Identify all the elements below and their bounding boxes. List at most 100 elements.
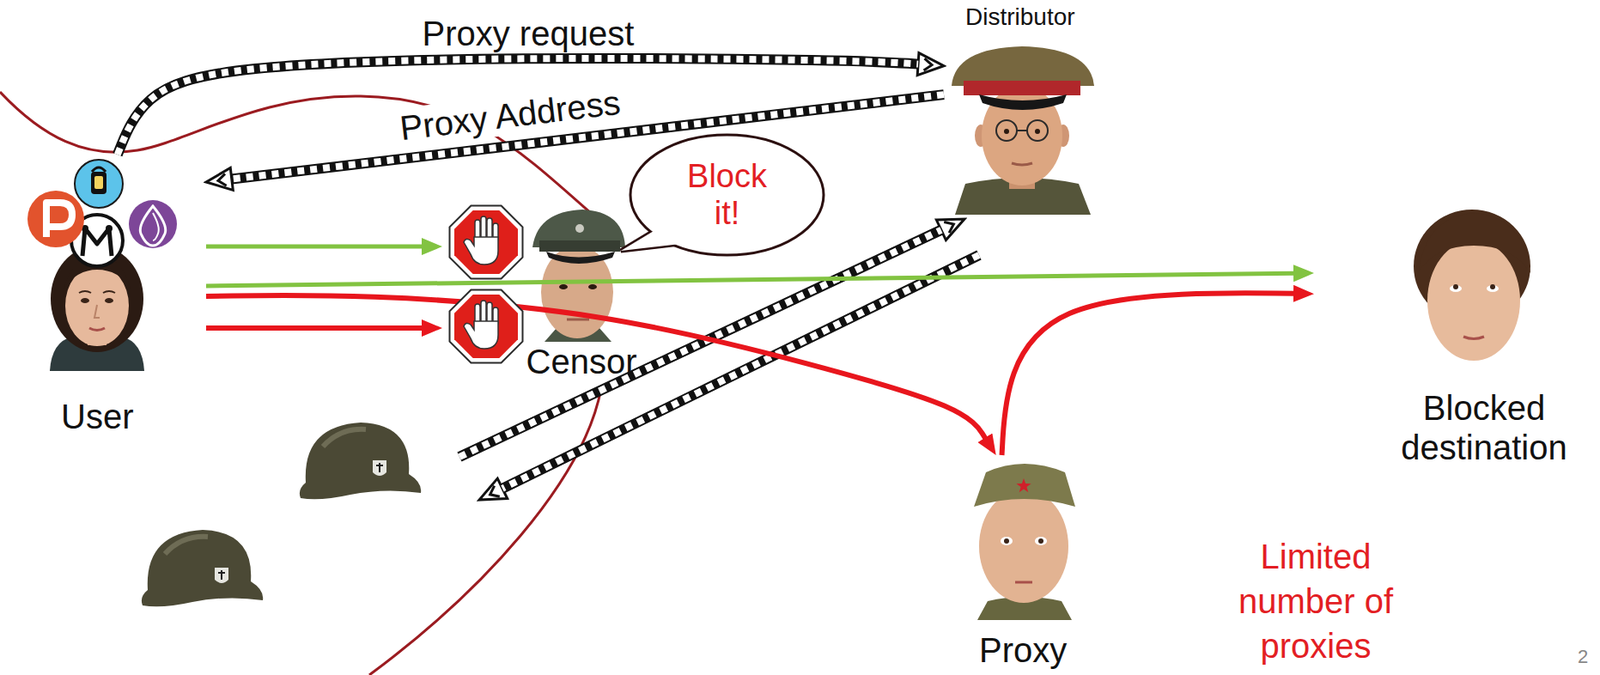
- proxy-portrait: [979, 489, 1069, 603]
- node-label: Distributor: [965, 3, 1076, 31]
- text-holder: Blocked destination: [1314, 204, 1512, 284]
- destination-portrait: [1486, 285, 1499, 293]
- censor-portrait: [539, 240, 621, 252]
- tool-logos: [82, 228, 112, 256]
- distributor-portrait: [1003, 128, 1010, 134]
- proxy-arrow: [1002, 292, 1295, 456]
- agent-request-arrow: [459, 230, 942, 457]
- text-holder: Limited number of proxies: [0, 0, 189, 134]
- tool-logos: [152, 212, 159, 241]
- tool-logos: [139, 206, 165, 246]
- proxy-portrait: [1015, 478, 1031, 493]
- tool-logos: [91, 171, 107, 195]
- proxy-node: Proxy: [964, 455, 1082, 621]
- text-holder: Proxy request: [0, 0, 218, 40]
- connector-line: [206, 295, 986, 439]
- edge-label: Proxy request: [419, 13, 638, 54]
- border-line: [0, 91, 602, 675]
- distributor-portrait: [1027, 120, 1048, 141]
- node-label: User: [60, 396, 134, 437]
- connector-line: [206, 244, 423, 250]
- destination-portrait: [1427, 240, 1521, 361]
- note-text: Limited number of proxies: [1221, 534, 1411, 669]
- proxy-portrait: [1034, 536, 1047, 546]
- connector-line: [1002, 292, 1295, 456]
- agent-request-arrow: [502, 255, 980, 489]
- distributor-portrait: [996, 120, 1017, 141]
- blocked-arrow: [206, 246, 423, 248]
- destination-portrait: [1418, 212, 1531, 274]
- proxy-arrow: [206, 295, 986, 439]
- distributor-portrait: [1034, 128, 1041, 134]
- distributor-node: Distributor: [943, 45, 1097, 215]
- agent-request-arrow: [459, 230, 942, 457]
- tool-logos: [105, 225, 113, 232]
- helmet-icon: [141, 529, 263, 607]
- proxy-portrait: [1015, 581, 1033, 585]
- text-holder: Proxy: [964, 455, 1053, 492]
- distributor-portrait: [979, 94, 1067, 110]
- direct-arrow: [206, 273, 1295, 286]
- connector-line: [206, 273, 1295, 286]
- censor-portrait: [546, 251, 615, 264]
- user-portrait: [94, 304, 100, 318]
- user-portrait: [79, 291, 116, 293]
- border-line: [369, 388, 602, 675]
- destination-portrait: [1463, 336, 1485, 340]
- stop-sign: [450, 206, 524, 280]
- blocked-arrow: [206, 328, 423, 329]
- edge-label: Proxy Address: [395, 82, 625, 149]
- tool-logos: [74, 159, 123, 208]
- censor-node: Censor: [442, 209, 623, 387]
- user-portrait: [104, 298, 114, 304]
- speech-bubble-tail: [620, 226, 692, 251]
- destination-node: Blocked destination: [1314, 204, 1581, 471]
- connector-line: [206, 325, 423, 331]
- distributor-portrait: [1016, 129, 1028, 132]
- stop-sign: [450, 206, 524, 364]
- user-portrait: [89, 328, 105, 331]
- text-holder: Distributor: [943, 45, 1054, 74]
- user-portrait: [65, 265, 129, 347]
- distributor-portrait: [951, 46, 1095, 86]
- text-holder: Block it!: [627, 132, 731, 207]
- tool-logos: [128, 200, 177, 249]
- tool-logos: [27, 159, 177, 267]
- node-label: Proxy: [979, 632, 1067, 669]
- destination-portrait: [1413, 209, 1531, 361]
- page-number: 2: [1577, 645, 1588, 668]
- helmet-icon: [299, 422, 421, 499]
- speech-bubble-outline: [627, 132, 827, 258]
- user-node: User: [21, 154, 207, 370]
- censor-portrait: [575, 224, 585, 233]
- tool-logos: [91, 167, 106, 172]
- distributor-portrait: [963, 80, 1081, 96]
- destination-portrait: [1453, 284, 1459, 290]
- speech-bubble: Block it!: [627, 132, 827, 258]
- text-holder: User: [21, 154, 94, 195]
- agent-request-arrow: [502, 255, 980, 489]
- distributor-portrait: [1011, 163, 1033, 165]
- tool-logos: [94, 176, 104, 189]
- text-holder: Proxy Address: [0, 0, 227, 40]
- helmet-icon: [141, 422, 421, 607]
- tool-logos: [27, 190, 85, 248]
- node-label: Blocked destination: [1385, 388, 1583, 468]
- proxy-portrait: [1003, 538, 1010, 544]
- censor-portrait: [588, 284, 597, 290]
- proxy-portrait: [973, 463, 1076, 621]
- distributor-portrait: [951, 46, 1095, 215]
- text-holder: Censor: [442, 209, 554, 250]
- user-portrait: [80, 298, 90, 304]
- destination-portrait: [1490, 284, 1496, 290]
- node-label: Censor: [526, 341, 638, 382]
- tool-logos: [46, 202, 73, 238]
- proxy-portrait: [1000, 536, 1013, 546]
- censor-portrait: [559, 284, 568, 290]
- text-holder: 2: [0, 0, 11, 22]
- destination-portrait: [1449, 285, 1462, 293]
- callout-text: Block it!: [675, 158, 779, 233]
- proxy-portrait: [1038, 538, 1044, 544]
